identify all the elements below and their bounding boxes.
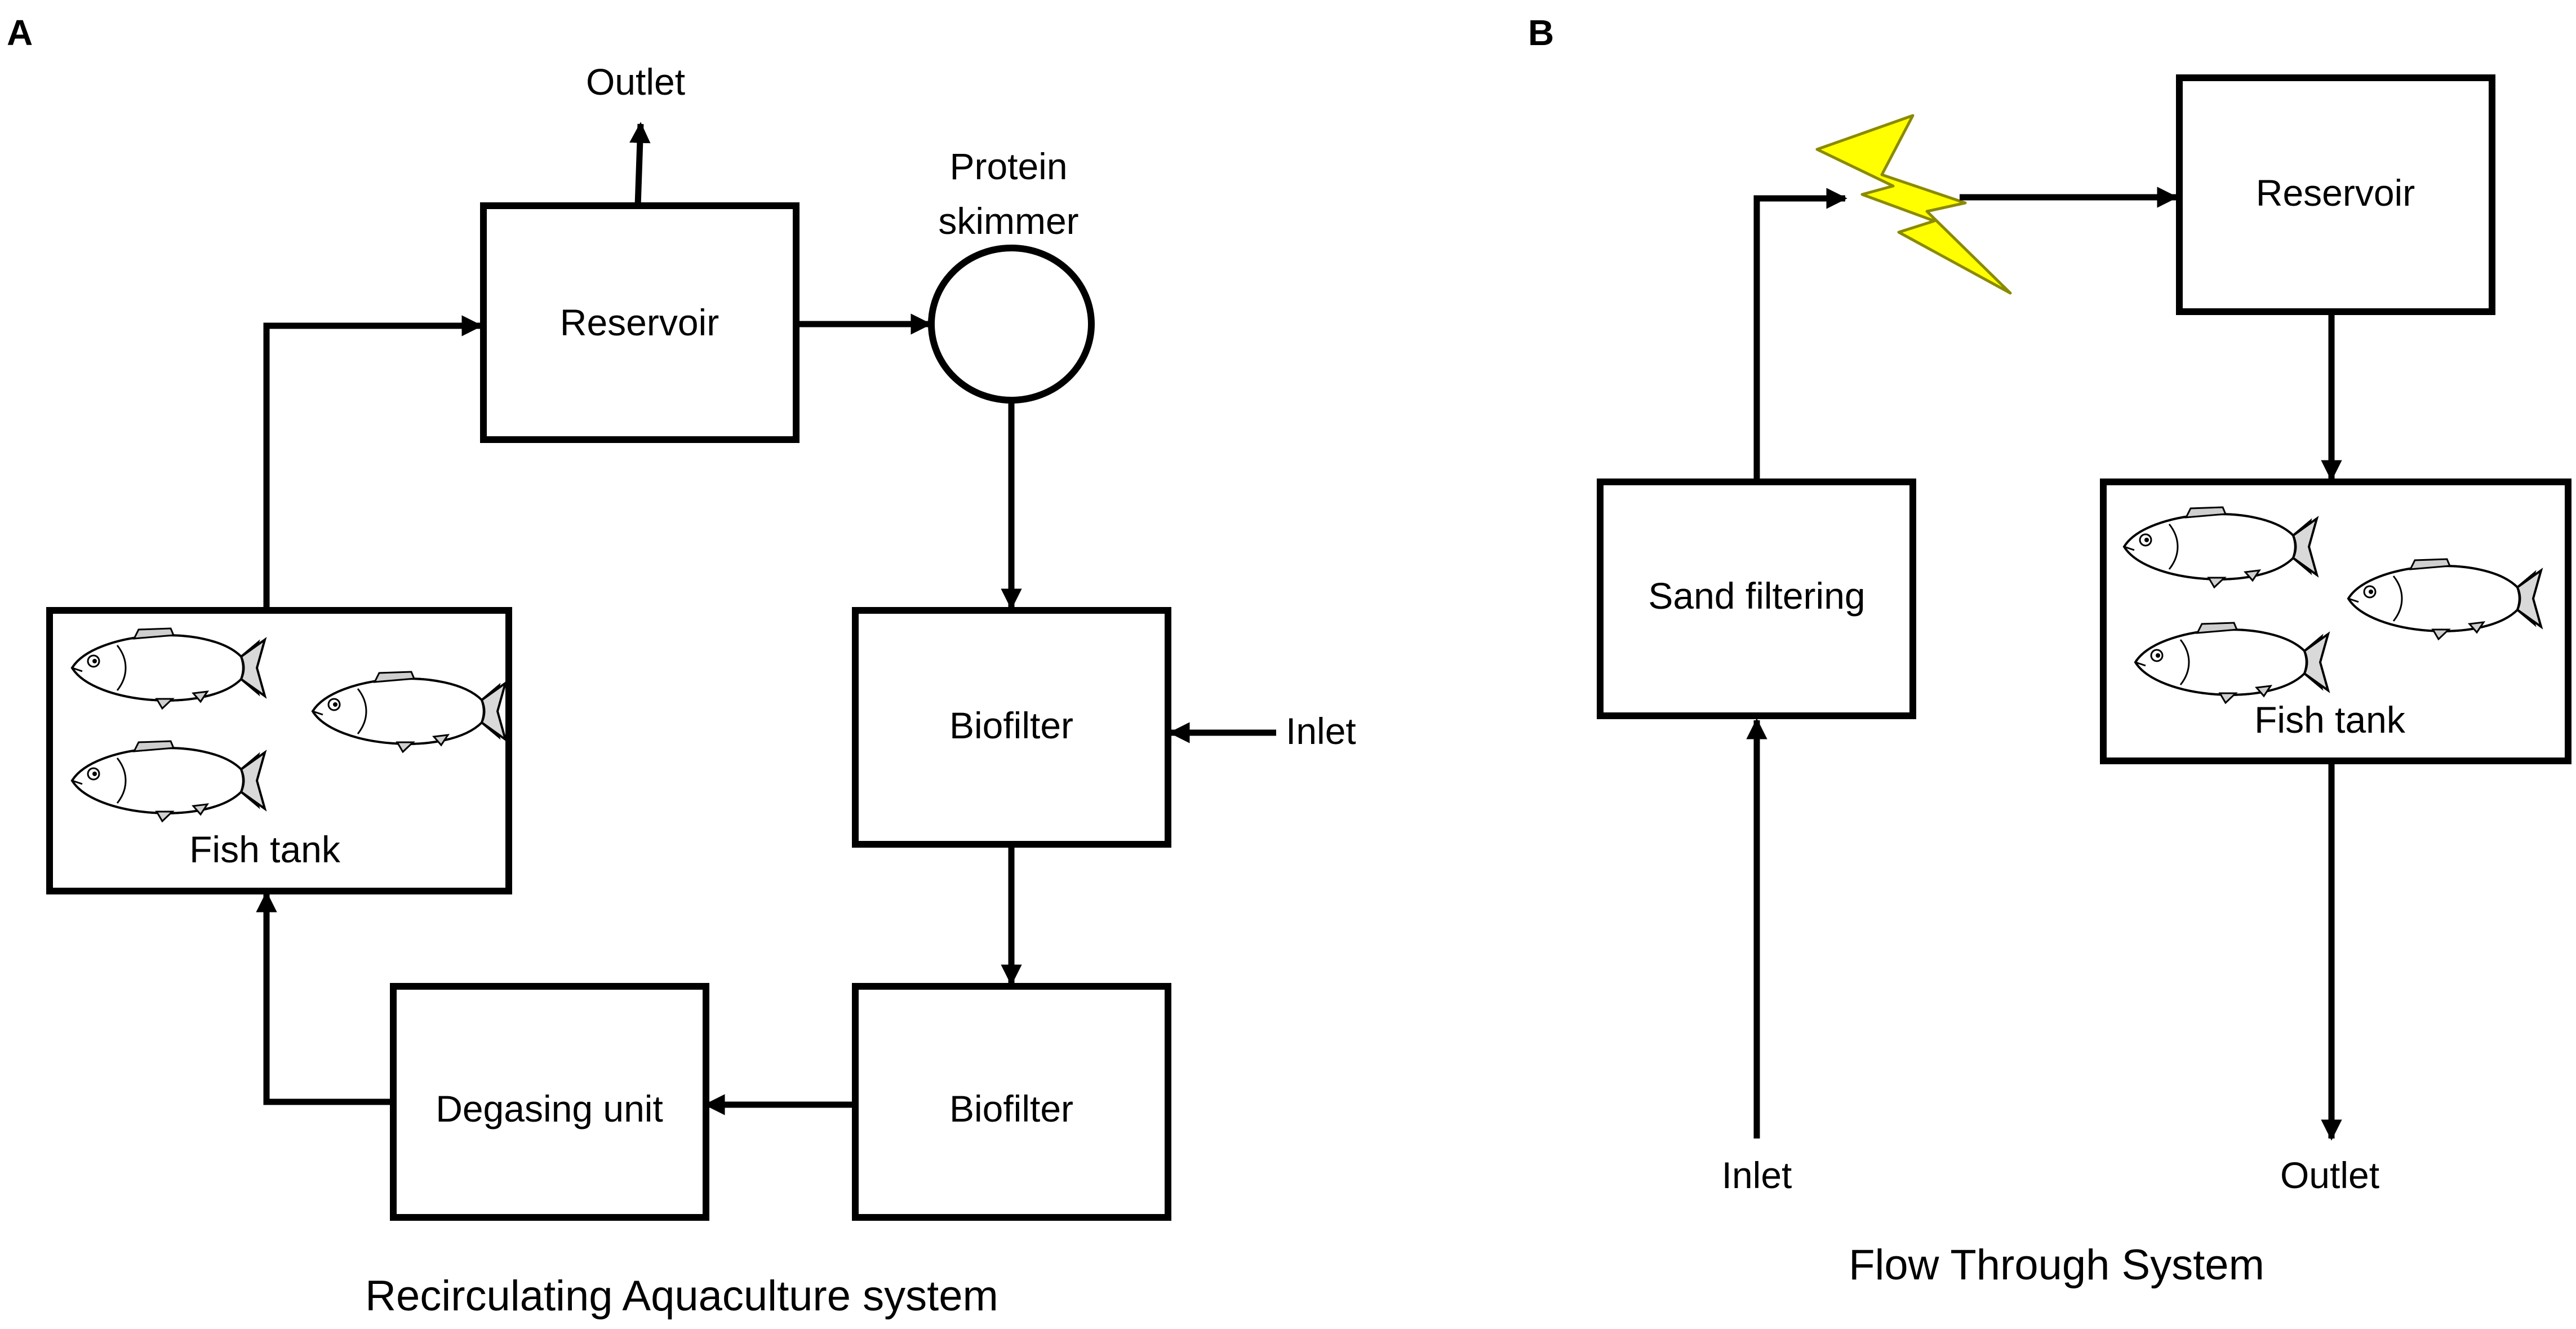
biofilter-lower-label: Biofilter — [949, 1088, 1073, 1129]
outlet-label-b: Outlet — [2280, 1154, 2379, 1196]
arrow-sand-to-uv — [1753, 188, 1847, 482]
outlet-label-a: Outlet — [586, 61, 685, 103]
protein-skimmer-label-line1: Protein — [949, 145, 1067, 187]
reservoir-box-a — [480, 202, 800, 443]
arrow-reservoir-to-outlet — [629, 122, 651, 206]
panel-a: A Outlet Reservoir Protein skimmer Biofi… — [7, 12, 1356, 1320]
biofilter-upper-label: Biofilter — [949, 705, 1073, 746]
caption-a: Recirculating Aquaculture system — [365, 1272, 998, 1320]
lightning-bolt-icon — [1815, 114, 2012, 295]
protein-skimmer-circle — [928, 245, 1095, 404]
biofilter-upper-box — [852, 607, 1171, 848]
arrow-fishtank-to-reservoir — [263, 315, 483, 610]
fish-tank-box-a — [46, 607, 512, 894]
caption-b: Flow Through System — [1849, 1241, 2264, 1289]
panel-a-letter: A — [7, 12, 33, 53]
degasing-unit-box — [390, 983, 709, 1221]
inlet-label-b: Inlet — [1722, 1154, 1792, 1196]
reservoir-label-a: Reservoir — [560, 302, 719, 343]
reservoir-label-b: Reservoir — [2256, 172, 2415, 214]
panel-b-letter: B — [1528, 12, 1554, 53]
reservoir-box-b — [2176, 74, 2495, 315]
biofilter-lower-box — [852, 983, 1171, 1221]
fish-tank-label-a: Fish tank — [189, 829, 341, 870]
arrow-degasing-to-fishtank — [256, 891, 393, 1105]
protein-skimmer-label-line2: skimmer — [938, 200, 1078, 242]
sand-filtering-label: Sand filtering — [1648, 575, 1865, 617]
panel-b: B Inlet Sand filtering Reservoir Fish ta… — [1528, 12, 2571, 1289]
degasing-unit-label: Degasing unit — [436, 1088, 663, 1129]
fish-tank-label-b: Fish tank — [2254, 699, 2406, 741]
inlet-label-a: Inlet — [1286, 710, 1356, 752]
sand-filtering-box — [1597, 479, 1916, 719]
